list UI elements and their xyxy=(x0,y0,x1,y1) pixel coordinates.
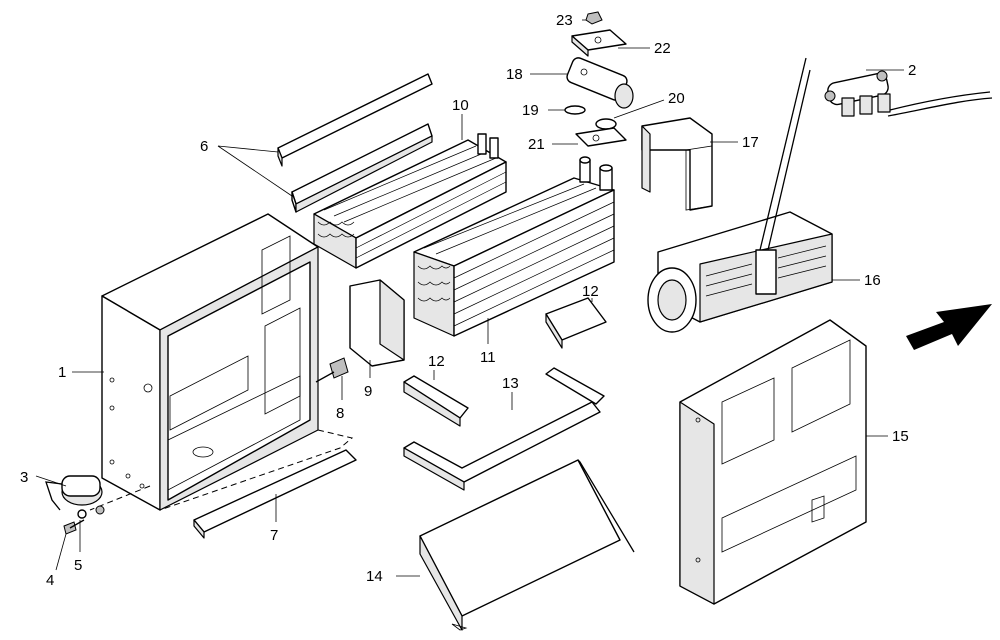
washer xyxy=(77,509,87,519)
mounting-bracket-17 xyxy=(641,117,713,211)
valve-plate-bottom xyxy=(575,127,627,147)
callout-17: 17 xyxy=(742,134,759,151)
drain-channel xyxy=(193,449,357,539)
callout-7: 7 xyxy=(270,527,278,544)
callout-16: 16 xyxy=(864,272,881,289)
callout-6: 6 xyxy=(200,138,208,155)
expansion-valve xyxy=(566,57,634,109)
callout-13: 13 xyxy=(502,375,519,392)
callout-10: 10 xyxy=(452,97,469,114)
callout-12-upper: 12 xyxy=(582,283,599,300)
o-ring-small xyxy=(564,105,586,115)
screw xyxy=(63,519,85,535)
evaporator-core xyxy=(413,156,615,337)
callout-23: 23 xyxy=(556,12,573,29)
heater-core xyxy=(313,133,507,269)
wire-connector xyxy=(824,70,993,117)
leader-lines xyxy=(35,19,904,577)
support-bracket-12-upper xyxy=(545,297,607,349)
callout-5: 5 xyxy=(74,557,82,574)
callout-22: 22 xyxy=(654,40,671,57)
callout-19: 19 xyxy=(522,102,539,119)
callout-8: 8 xyxy=(336,405,344,422)
callout-1: 1 xyxy=(58,364,66,381)
support-bracket-12-lower xyxy=(403,375,469,427)
mounting-panel xyxy=(679,319,867,605)
housing-box xyxy=(89,213,354,511)
callout-labels: 1 2 3 4 5 6 7 8 9 10 11 12 12 13 14 15 1… xyxy=(20,12,916,589)
blower-unit xyxy=(647,57,833,333)
callout-12-lower: 12 xyxy=(428,353,445,370)
direction-arrow-icon xyxy=(906,304,992,350)
bottom-shroud xyxy=(419,459,635,631)
valve-plate-top xyxy=(571,29,627,57)
valve-nut xyxy=(585,11,603,25)
callout-18: 18 xyxy=(506,66,523,83)
callout-3: 3 xyxy=(20,469,28,486)
relay xyxy=(45,475,105,515)
filter-strips xyxy=(277,73,433,213)
deflector-plate-9 xyxy=(349,279,405,367)
support-frame-13 xyxy=(403,367,605,491)
callout-20: 20 xyxy=(668,90,685,107)
callout-14: 14 xyxy=(366,568,383,585)
callout-2: 2 xyxy=(908,62,916,79)
callout-11: 11 xyxy=(480,349,496,366)
callout-15: 15 xyxy=(892,428,909,445)
callout-21: 21 xyxy=(528,136,545,153)
bolt-8 xyxy=(315,357,349,383)
callout-4: 4 xyxy=(46,572,54,589)
callout-9: 9 xyxy=(364,383,372,400)
